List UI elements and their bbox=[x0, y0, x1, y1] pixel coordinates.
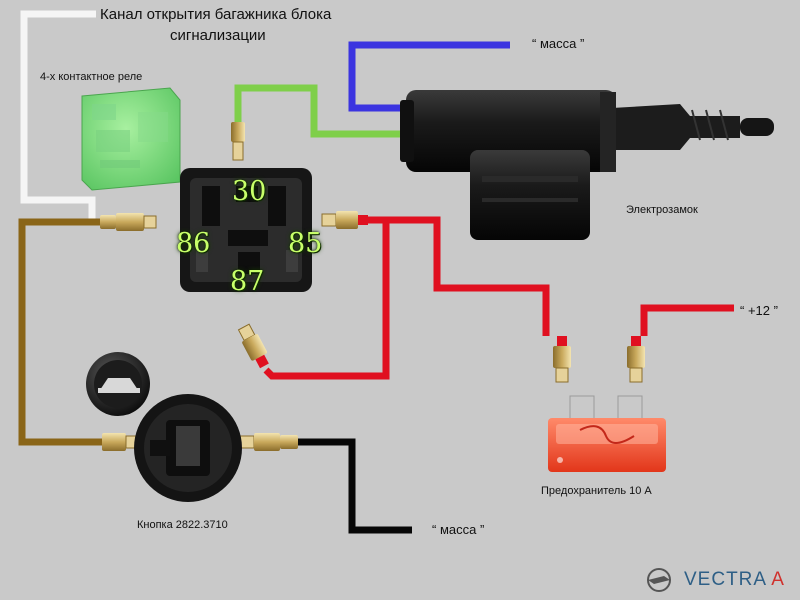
relay-socket bbox=[180, 168, 312, 292]
relay-4pin bbox=[81, 87, 181, 191]
brown-wire bbox=[18, 218, 104, 446]
blue-wire bbox=[348, 41, 510, 112]
button-socket bbox=[134, 394, 242, 502]
alarm-channel-label-line2: сигнализации bbox=[170, 27, 266, 44]
terminal-fuse-left bbox=[553, 336, 571, 383]
alarm-channel-label-line1: Канал открытия багажника блока bbox=[100, 6, 332, 23]
black-wire bbox=[298, 438, 412, 534]
electric-lock-actuator bbox=[400, 90, 774, 240]
lock-label: Электрозамок bbox=[626, 204, 698, 216]
trunk-button bbox=[86, 352, 150, 416]
fuse-label: Предохранитель 10 А bbox=[541, 485, 652, 497]
red-wire-85 bbox=[263, 216, 390, 380]
pin-86-label: 86 bbox=[176, 228, 211, 259]
plus12-label: “ +12 ” bbox=[740, 303, 778, 318]
button-label: Кнопка 2822.3710 bbox=[137, 519, 228, 531]
terminal-fuse-right bbox=[627, 336, 645, 383]
red-wire-plus12 bbox=[640, 304, 734, 336]
logo-text: VECTRA A bbox=[684, 569, 785, 591]
relay-label: 4-х контактное реле bbox=[40, 71, 143, 83]
logo-text-main: VECTRA bbox=[684, 569, 767, 590]
pin-87-label: 87 bbox=[230, 266, 265, 297]
red-wire-fuse-left bbox=[386, 216, 550, 336]
fuse-10a bbox=[548, 395, 666, 472]
terminal-relay-85 bbox=[321, 211, 368, 229]
pin-85-label: 85 bbox=[288, 228, 323, 259]
terminal-black bbox=[239, 433, 298, 451]
brand-logo-icon bbox=[647, 568, 671, 592]
logo-text-accent: A bbox=[771, 569, 785, 590]
terminal-green bbox=[231, 122, 245, 161]
green-wire bbox=[234, 84, 410, 138]
pin-30-label: 30 bbox=[232, 176, 267, 207]
terminal-brown-top bbox=[100, 213, 157, 231]
terminal-red-87 bbox=[237, 323, 269, 369]
mass-top-label: “ масса ” bbox=[532, 36, 585, 51]
mass-bottom-label: “ масса ” bbox=[432, 522, 485, 537]
